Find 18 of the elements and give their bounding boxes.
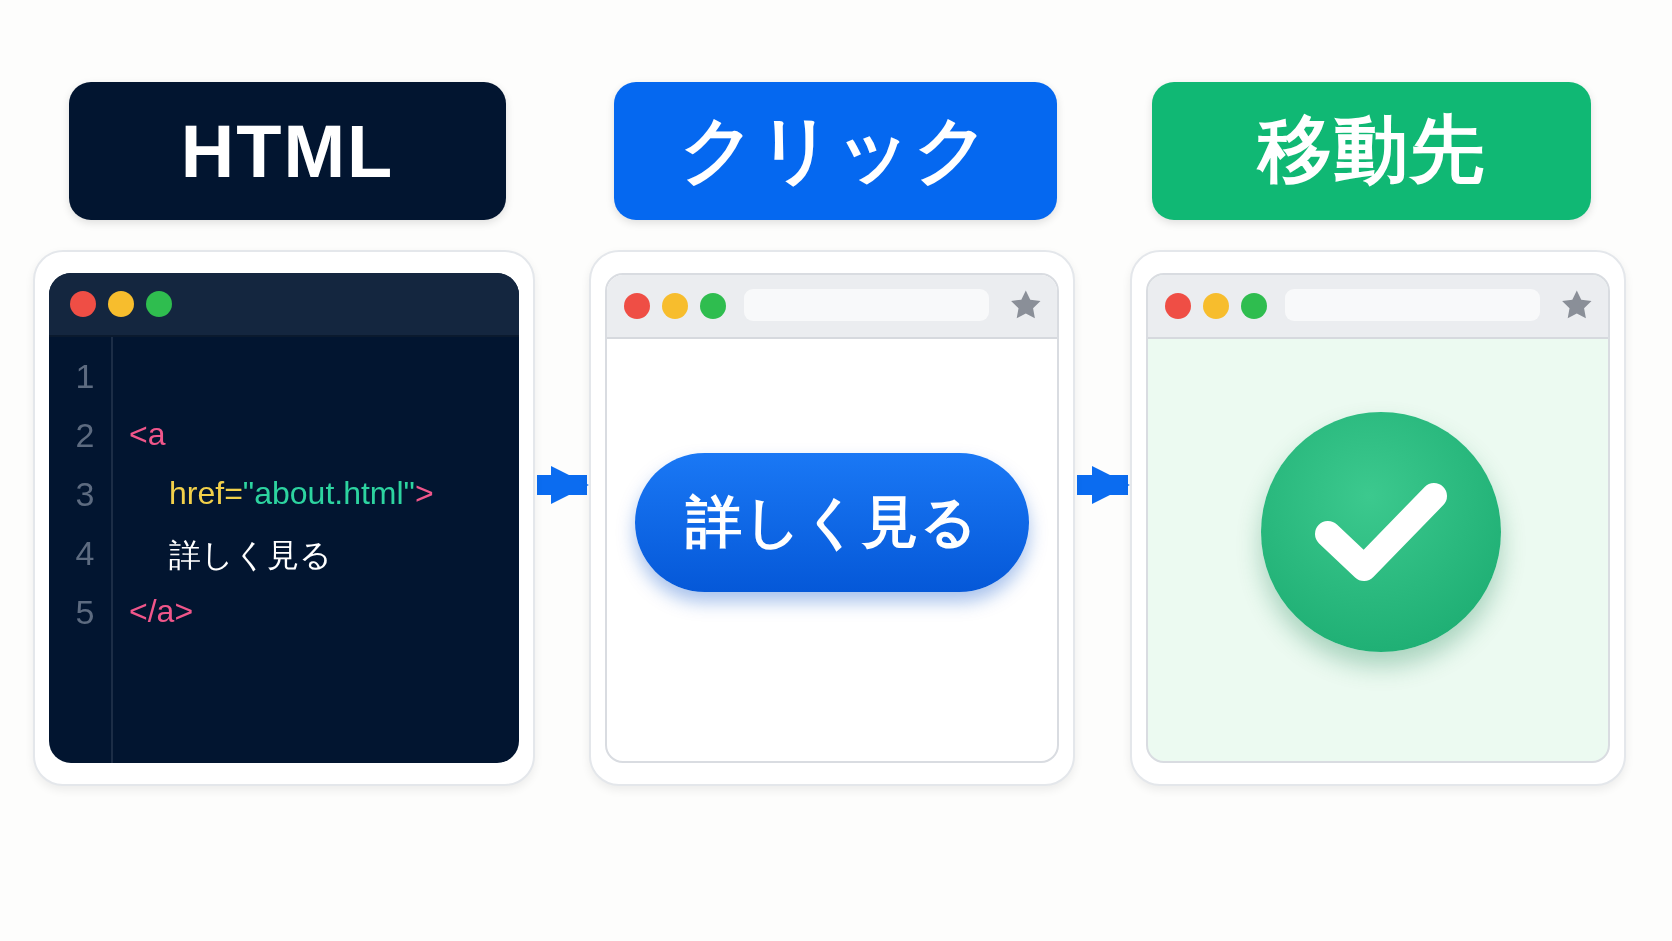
line-number: 2 bbox=[74, 416, 96, 455]
line-number: 1 bbox=[74, 357, 96, 396]
line-number: 4 bbox=[74, 534, 96, 573]
banner-title: クリック bbox=[679, 107, 992, 193]
arrow bbox=[1077, 466, 1130, 504]
title-banner bbox=[614, 82, 1057, 220]
title-banner bbox=[1152, 82, 1591, 220]
arrow bbox=[537, 466, 589, 504]
banner-title: 移動先 bbox=[1257, 107, 1486, 193]
banner-title: HTML bbox=[180, 108, 395, 194]
title-banner bbox=[69, 82, 506, 220]
line-number: 3 bbox=[74, 475, 96, 514]
line-number: 5 bbox=[74, 593, 96, 632]
code-line: href="about.html"> bbox=[169, 475, 434, 512]
link-button: 詳しく見る bbox=[635, 453, 1029, 592]
code-line: <a bbox=[129, 416, 166, 453]
code-line: 詳しく見る bbox=[169, 536, 332, 575]
code-line: </a> bbox=[129, 593, 194, 630]
